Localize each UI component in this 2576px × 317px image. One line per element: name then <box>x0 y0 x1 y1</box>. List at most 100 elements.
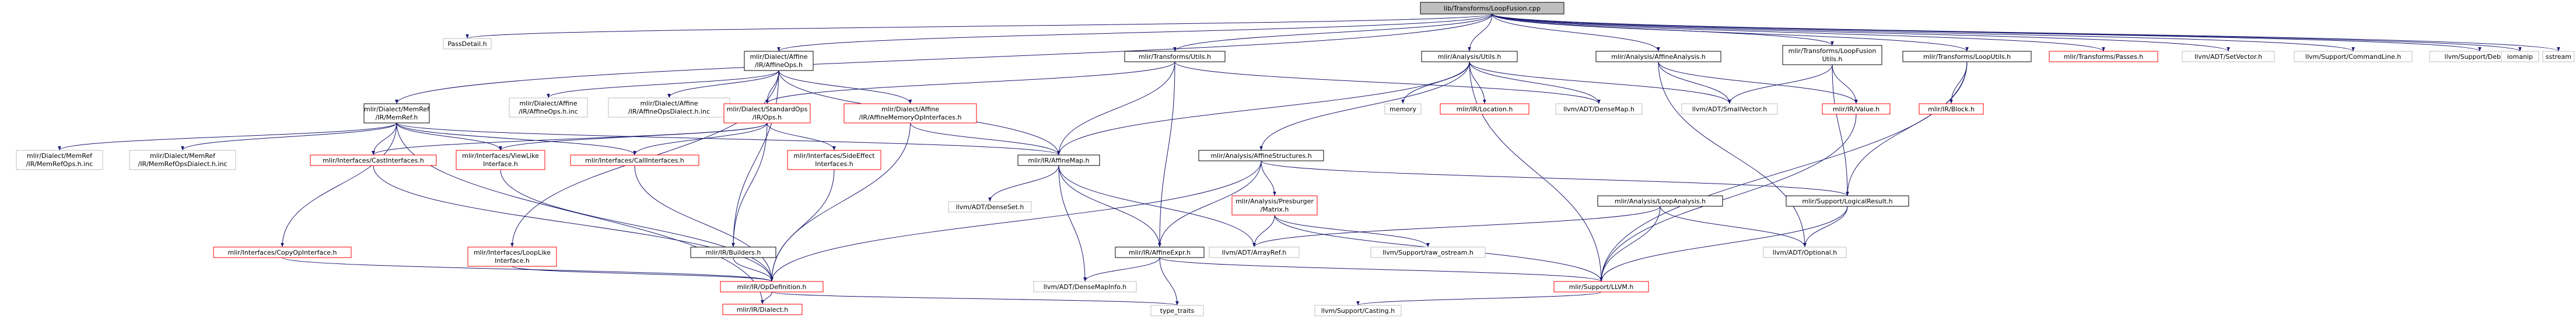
node-label: mlir/Transforms/LoopFusion <box>1788 47 1877 55</box>
node-raw-ostream[interactable]: llvm/Support/raw_ostream.h <box>1370 246 1486 258</box>
node-loop-analysis[interactable]: mlir/Analysis/LoopAnalysis.h <box>1597 195 1723 207</box>
node-affine-dialect-inc[interactable]: mlir/Dialect/Affine/IR/AffineOpsDialect.… <box>608 97 730 118</box>
edge-standard_ops-to-viewlike_iface <box>499 122 768 151</box>
node-label: mlir/Interfaces/CallInterfaces.h <box>585 157 684 164</box>
node-box <box>363 103 430 124</box>
node-box <box>570 154 699 166</box>
node-box <box>1314 305 1402 316</box>
edge-memref-to-cast_ifaces <box>372 122 397 156</box>
node-pass-detail[interactable]: PassDetail.h <box>443 38 492 50</box>
node-affine-ops[interactable]: mlir/Dialect/Affine/IR/AffineOps.h <box>744 51 814 71</box>
edge-affine_structures-to-affine_expr <box>1158 160 1262 248</box>
node-affine-map[interactable]: mlir/IR/AffineMap.h <box>1017 154 1100 166</box>
edge-presburger-to-arrayref <box>1252 214 1275 248</box>
node-call-ifaces[interactable]: mlir/Interfaces/CallInterfaces.h <box>570 154 699 166</box>
node-builders[interactable]: mlir/IR/Builders.h <box>690 246 776 258</box>
node-op-definition[interactable]: mlir/IR/OpDefinition.h <box>720 281 824 293</box>
node-box <box>722 304 803 315</box>
edge-analysis_utils-to-memory <box>1401 61 1470 104</box>
node-presburger[interactable]: mlir/Analysis/Presburger/Matrix.h <box>1231 195 1318 216</box>
node-label: mlir/Analysis/Presburger <box>1236 198 1314 205</box>
node-densetset[interactable]: llvm/ADT/DenseSet.h <box>948 201 1032 213</box>
node-densemapinfo[interactable]: llvm/ADT/DenseMapInfo.h <box>1033 281 1137 293</box>
edge-analysis_utils-to-smallvector <box>1469 61 1731 104</box>
node-label: /IR/AffineOps.h <box>755 61 803 69</box>
node-label: mlir/Interfaces/CastInterfaces.h <box>323 157 424 164</box>
edge-affine_map-to-affine_expr <box>1058 165 1161 248</box>
node-densemap[interactable]: llvm/ADT/DenseMap.h <box>1555 103 1643 115</box>
node-label: mlir/Interfaces/ViewLike <box>462 152 539 160</box>
node-box <box>1150 305 1204 316</box>
node-llvm-h[interactable]: mlir/Support/LLVM.h <box>1553 281 1649 293</box>
node-casting[interactable]: llvm/Support/Casting.h <box>1314 305 1402 316</box>
node-smallvector[interactable]: llvm/ADT/SmallVector.h <box>1681 103 1778 115</box>
node-label: llvm/ADT/SmallVector.h <box>1692 105 1768 113</box>
node-box <box>456 150 545 170</box>
node-memref-dialect-inc[interactable]: mlir/Dialect/MemRef/IR/MemRefOpsDialect.… <box>129 150 236 170</box>
node-box <box>787 150 881 170</box>
node-label: mlir/Analysis/AffineStructures.h <box>1210 152 1311 160</box>
edge-analysis_utils-to-location <box>1469 61 1486 104</box>
node-setvector[interactable]: llvm/ADT/SetVector.h <box>2182 51 2275 62</box>
node-label: /IR/MemRefOpsDialect.h.inc <box>138 160 228 168</box>
node-loop-utils[interactable]: mlir/Transforms/LoopUtils.h <box>1902 51 2032 62</box>
node-label: mlir/Dialect/MemRef <box>27 152 93 160</box>
edge-llvm_h-to-casting <box>1356 291 1602 306</box>
node-box <box>1919 103 1984 115</box>
node-label: mlir/IR/AffineExpr.h <box>1129 249 1191 256</box>
node-box <box>1902 51 2032 62</box>
edge-presburger-to-raw_ostream <box>1274 214 1430 248</box>
node-memref[interactable]: mlir/Dialect/MemRef/IR/MemRef.h <box>363 103 430 124</box>
node-box <box>1555 103 1643 115</box>
node-label: mlir/IR/Location.h <box>1457 105 1513 113</box>
node-label: Interface.h <box>495 257 530 265</box>
node-affine-structures[interactable]: mlir/Analysis/AffineStructures.h <box>1198 150 1324 161</box>
node-label: mlir/Support/LLVM.h <box>1569 283 1634 291</box>
edges <box>58 13 2560 306</box>
edge-transforms_utils-to-affine_map <box>1057 61 1175 156</box>
node-copy-op-iface[interactable]: mlir/Interfaces/CopyOpInterface.h <box>213 246 352 258</box>
node-optional[interactable]: llvm/ADT/Optional.h <box>1763 246 1847 258</box>
node-label: mlir/Dialect/StandardOps <box>727 105 808 113</box>
node-logical-result[interactable]: mlir/Support/LogicalResult.h <box>1786 195 1909 207</box>
edge-transforms_utils-to-affine_expr <box>1158 61 1175 248</box>
node-transforms-utils[interactable]: mlir/Transforms/Utils.h <box>1124 51 1226 62</box>
node-commandline[interactable]: llvm/Support/CommandLine.h <box>2294 51 2413 62</box>
edge-sideeffect_ifaces-to-op_definition <box>770 169 835 282</box>
node-label: /IR/MemRefOps.h.inc <box>26 160 93 168</box>
edge-memref-to-viewlike_iface <box>396 122 502 151</box>
node-label: llvm/ADT/DenseSet.h <box>956 203 1024 211</box>
edge-op_definition-to-type_traits <box>771 291 1179 306</box>
node-analysis-utils[interactable]: mlir/Analysis/Utils.h <box>1421 51 1518 62</box>
node-affine-expr[interactable]: mlir/IR/AffineExpr.h <box>1115 246 1205 258</box>
node-affine-memory-op-ifaces[interactable]: mlir/Dialect/Affine/IR/AffineMemoryOpInt… <box>844 103 977 124</box>
node-type-traits[interactable]: type_traits <box>1150 305 1204 316</box>
node-cast-ifaces[interactable]: mlir/Interfaces/CastInterfaces.h <box>310 154 437 166</box>
edge-affine_structures-to-logical_result <box>1261 160 1849 196</box>
node-standard-ops[interactable]: mlir/Dialect/StandardOps/IR/Ops.h <box>723 103 811 124</box>
node-label: /IR/MemRef.h <box>376 114 418 121</box>
node-memory[interactable]: memory <box>1384 103 1422 115</box>
node-iomanip[interactable]: iomanip <box>2501 51 2539 62</box>
edge-memref-to-memref_ops_inc <box>58 122 397 151</box>
node-value[interactable]: mlir/IR/Value.h <box>1822 103 1891 115</box>
node-label: mlir/Dialect/MemRef <box>364 105 430 113</box>
node-root[interactable]: lib/Transforms/LoopFusion.cpp <box>1420 2 1564 15</box>
node-analysis-affine-analysis[interactable]: mlir/Analysis/AffineAnalysis.h <box>1595 51 1721 62</box>
node-sstream[interactable]: sstream <box>2542 51 2575 62</box>
node-location[interactable]: mlir/IR/Location.h <box>1440 103 1530 115</box>
node-box <box>1124 51 1226 62</box>
node-block[interactable]: mlir/IR/Block.h <box>1919 103 1984 115</box>
node-affine-ops-inc[interactable]: mlir/Dialect/Affine/IR/AffineOps.h.inc <box>509 97 588 118</box>
node-memref-ops-inc[interactable]: mlir/Dialect/MemRef/IR/MemRefOps.h.inc <box>16 150 103 170</box>
node-dialect[interactable]: mlir/IR/Dialect.h <box>722 304 803 315</box>
node-label: mlir/Analysis/AffineAnalysis.h <box>1611 53 1706 61</box>
edge-affine_map-to-arrayref <box>1058 165 1256 248</box>
node-box <box>509 97 588 118</box>
node-arrayref[interactable]: llvm/ADT/ArrayRef.h <box>1209 246 1300 258</box>
node-passes[interactable]: mlir/Transforms/Passes.h <box>2049 51 2158 62</box>
